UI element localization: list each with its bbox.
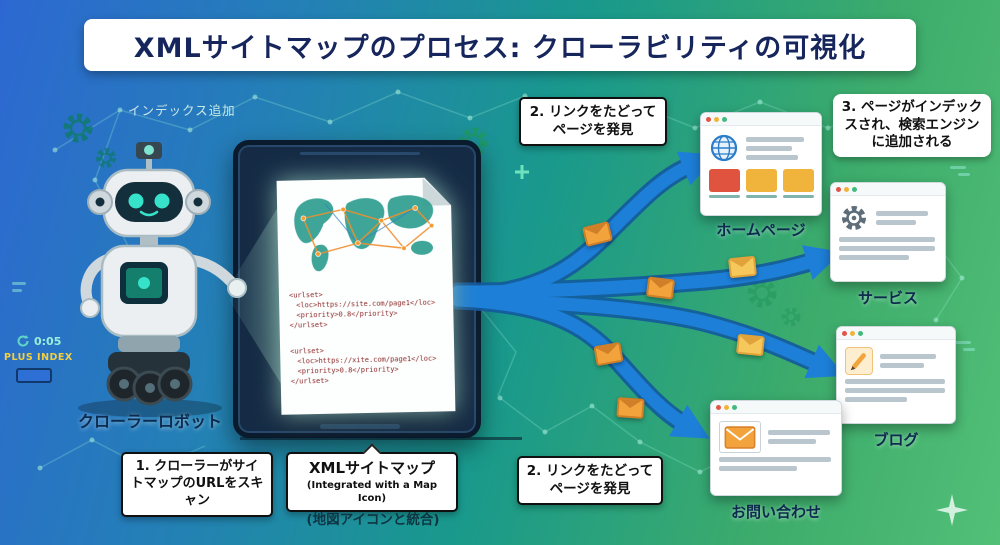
- text-line: [719, 457, 831, 462]
- window-dot: [858, 330, 863, 336]
- window-dot: [716, 404, 721, 410]
- sitemap-callout-subtitle: (Integrated with a Map Icon): [306, 479, 438, 504]
- code-dash-decoration: [12, 166, 975, 351]
- text-line: [880, 363, 924, 368]
- text-line: [839, 246, 935, 251]
- browser-card-service: [830, 182, 946, 282]
- envelope-icon: [724, 425, 756, 449]
- callout-step-1: 1. クローラーがサイトマップのURLをスキャン: [121, 452, 273, 517]
- xml-code-block-1: <urlset> <loc>https://site.com/page1</lo…: [289, 288, 436, 332]
- window-dot: [836, 186, 841, 192]
- text-line: [845, 397, 907, 402]
- envelope-icon: [736, 333, 765, 357]
- window-dot: [842, 330, 847, 336]
- text-line: [768, 430, 830, 435]
- window-dot: [722, 116, 727, 122]
- page-label-contact: お問い合わせ: [730, 503, 821, 521]
- page-title: XMLサイトマップのプロセス: クローラビリティの可視化: [133, 32, 867, 64]
- sitemap-document: <urlset> <loc>https://site.com/page1</lo…: [277, 177, 456, 415]
- text-line: [768, 439, 816, 444]
- window-dot: [852, 186, 857, 192]
- world-map: [294, 195, 435, 272]
- envelope-icon-box: [719, 421, 761, 453]
- timer: 0:05: [16, 334, 61, 348]
- text-line: [876, 220, 916, 225]
- sparkle-icon: [936, 494, 968, 526]
- window-dot: [714, 116, 719, 122]
- envelope-icon: [616, 397, 645, 419]
- sitemap-callout-title: XMLサイトマップ: [308, 459, 436, 477]
- text-line: [876, 211, 928, 216]
- text-line: [719, 466, 797, 471]
- text-line: [845, 388, 945, 393]
- page-label-blog: ブログ: [873, 431, 919, 449]
- page-label-service: サービス: [857, 289, 918, 307]
- tablet-detail-line: [300, 152, 420, 155]
- text-line: [839, 255, 909, 260]
- callout-sitemap: XMLサイトマップ (Integrated with a Map Icon): [286, 443, 458, 512]
- callout-step-2-bottom: 2. リンクをたどってページを発見: [517, 456, 663, 506]
- robot-label: クローラーロボット: [77, 412, 222, 431]
- content-tile: [783, 169, 814, 198]
- window-dot: [844, 186, 849, 192]
- tablet-detail-line: [320, 424, 400, 429]
- index-add-annotation: インデックス追加: [128, 103, 236, 118]
- text-line: [880, 354, 936, 359]
- window-dot: [850, 330, 855, 336]
- pencil-icon: [850, 353, 866, 371]
- gear-icon: [842, 206, 866, 230]
- plus-icon: [515, 165, 529, 179]
- browser-card-contact: [710, 400, 842, 496]
- text-line: [746, 136, 804, 142]
- text-line: [839, 237, 935, 242]
- browser-card-blog: [836, 326, 956, 424]
- pencil-icon-box: [845, 347, 873, 375]
- map-integration-note: (地図アイコンと統合): [306, 512, 440, 528]
- window-dot: [732, 404, 737, 410]
- content-tile: [709, 169, 740, 198]
- browser-card-homepage: [700, 112, 822, 216]
- window-dot: [706, 116, 711, 122]
- callout-step-2-top: 2. リンクをたどってページを発見: [519, 97, 667, 147]
- window-dot: [724, 404, 729, 410]
- content-tile: [746, 169, 777, 198]
- globe-icon: [710, 134, 738, 162]
- refresh-icon: [17, 335, 29, 347]
- index-badge: [16, 368, 52, 383]
- plus-index-label: PLUS INDEX: [4, 352, 73, 363]
- browser-titlebar: [837, 327, 955, 340]
- page-label-homepage: ホームページ: [716, 221, 806, 239]
- table-shadow-line: [240, 437, 522, 440]
- envelope-icon: [645, 276, 676, 300]
- browser-titlebar: [711, 401, 841, 414]
- browser-titlebar: [701, 113, 821, 126]
- xml-code-block-2: <urlset> <loc>https://xite.com/page1</lo…: [290, 344, 437, 388]
- envelope-icon: [728, 255, 757, 279]
- text-line: [746, 145, 792, 151]
- timer-text: 0:05: [34, 334, 62, 348]
- text-line: [746, 154, 798, 160]
- title-banner: XMLサイトマップのプロセス: クローラビリティの可視化: [84, 19, 916, 71]
- crawler-robot: [78, 142, 247, 417]
- browser-titlebar: [831, 183, 945, 196]
- callout-step-3: 3. ページがインデックスされ、検索エンジンに追加される: [833, 94, 991, 157]
- text-line: [845, 379, 945, 384]
